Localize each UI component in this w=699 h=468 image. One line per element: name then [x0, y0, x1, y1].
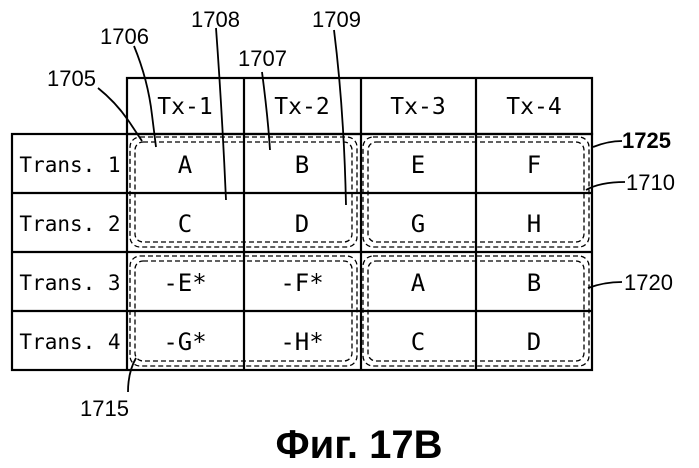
cell-r3-c2: -F* [280, 269, 323, 297]
cell-r1-c4: F [527, 151, 541, 179]
cell-r2-c3: G [411, 210, 425, 238]
cell-r2-c2: D [295, 210, 309, 238]
leader-1709 [334, 30, 346, 205]
leader-1708 [216, 28, 226, 200]
cell-r4-c1: -G* [163, 328, 206, 356]
leader-1706 [134, 46, 156, 147]
leader-1707 [262, 72, 270, 150]
cell-r1-c2: B [295, 151, 309, 179]
ref-1706: 1706 [100, 24, 149, 49]
cell-r2-c4: H [527, 210, 541, 238]
cell-r4-c4: D [527, 328, 541, 356]
ref-1725: 1725 [622, 128, 671, 153]
row-labels: Trans. 1 Trans. 2 Trans. 3 Trans. 4 [19, 153, 120, 354]
row-label-trans-2: Trans. 2 [19, 212, 120, 236]
cell-r3-c3: A [411, 269, 426, 297]
ref-1705: 1705 [47, 66, 96, 91]
column-header-tx-3: Tx-3 [390, 94, 445, 120]
row-label-trans-1: Trans. 1 [19, 153, 120, 177]
leader-1715 [128, 358, 136, 392]
figure-caption: Фиг. 17В [276, 423, 443, 467]
ref-1709: 1709 [312, 7, 361, 32]
column-header-tx-1: Tx-1 [157, 94, 212, 120]
table-cells: A B E F C D G H -E* -F* A B -G* -H* C D [163, 151, 541, 356]
cell-r1-c1: A [178, 151, 193, 179]
row-label-trans-4: Trans. 4 [19, 330, 120, 354]
leader-1725 [593, 141, 622, 147]
ref-1720: 1720 [624, 270, 673, 295]
ref-1708: 1708 [191, 7, 240, 32]
column-headers: Tx-1 Tx-2 Tx-3 Tx-4 [157, 94, 561, 120]
column-header-tx-2: Tx-2 [274, 94, 329, 120]
row-label-trans-3: Trans. 3 [19, 271, 120, 295]
cell-r4-c2: -H* [280, 328, 323, 356]
ref-1715: 1715 [80, 396, 129, 421]
column-header-tx-4: Tx-4 [506, 94, 561, 120]
ref-1707: 1707 [238, 46, 287, 71]
cell-r3-c1: -E* [163, 269, 206, 297]
cell-r4-c3: C [411, 328, 425, 356]
cell-r1-c3: E [411, 151, 425, 179]
ref-1710: 1710 [626, 170, 675, 195]
cell-r2-c1: C [178, 210, 192, 238]
cell-r3-c4: B [527, 269, 541, 297]
